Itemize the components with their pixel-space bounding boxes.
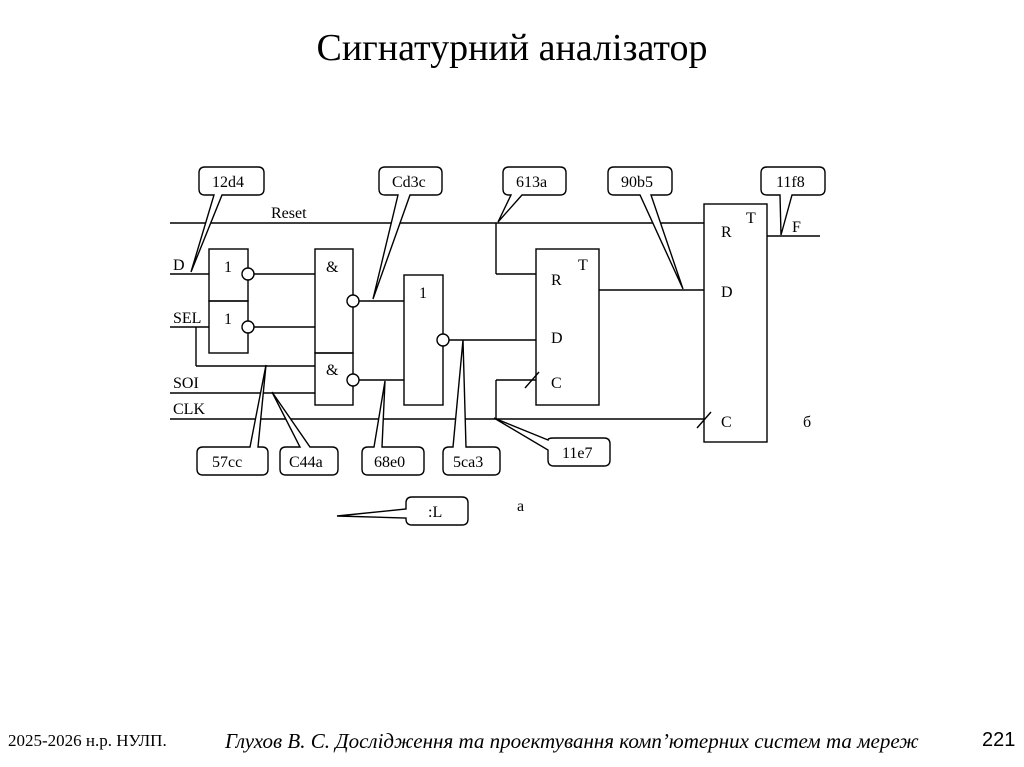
trigger1-t: T xyxy=(578,257,588,274)
trigger1-c: C xyxy=(551,375,562,392)
sig-613a: 613a xyxy=(516,174,547,191)
sig-57cc: 57cc xyxy=(212,454,242,471)
trigger-2 xyxy=(703,203,768,443)
or-main-label: 1 xyxy=(419,285,427,302)
callout-c44a xyxy=(271,391,339,476)
f-label: F xyxy=(792,219,801,236)
callout-57cc xyxy=(196,364,269,476)
sig-cd3c: Cd3c xyxy=(392,174,426,191)
sig-68e0: 68e0 xyxy=(374,454,405,471)
sig-5ca3: 5ca3 xyxy=(453,454,483,471)
callout-613a xyxy=(497,166,567,223)
and-top-label: & xyxy=(326,259,339,276)
callout-cd3c xyxy=(372,166,443,300)
footer-author: Глухов В. С. Дослідження та проектування… xyxy=(225,729,919,753)
label-b: б xyxy=(803,414,811,431)
callout-5ca3 xyxy=(442,339,501,476)
sig-12d4: 12d4 xyxy=(212,174,244,191)
trigger2-d: D xyxy=(721,284,733,301)
page-title: Сигнатурний аналізатор xyxy=(316,27,708,69)
sig-11f8: 11f8 xyxy=(776,174,805,191)
sig-c44a: C44a xyxy=(289,454,323,471)
or-bottom-label: 1 xyxy=(224,311,232,328)
trigger2-t: T xyxy=(746,210,756,227)
callout-90b5 xyxy=(607,166,684,290)
trigger1-r: R xyxy=(551,272,562,289)
callout-11f8 xyxy=(760,166,826,236)
sig-90b5: 90b5 xyxy=(621,174,653,191)
sig-colon-l: :L xyxy=(428,504,442,521)
soi-label: SOI xyxy=(173,375,199,392)
trigger-1 xyxy=(535,248,600,406)
page-number: 221 xyxy=(982,729,1016,751)
callout-11e7 xyxy=(493,417,611,467)
callout-colon-l xyxy=(336,496,469,526)
callout-12d4 xyxy=(190,166,265,273)
trigger2-r: R xyxy=(721,224,732,241)
and-bottom-label: & xyxy=(326,362,339,379)
reset-label: Reset xyxy=(271,205,307,222)
d-label: D xyxy=(173,257,185,274)
or-top-label: 1 xyxy=(224,259,232,276)
footer-year: 2025-2026 н.р. НУЛП. xyxy=(8,731,167,750)
clk-label: CLK xyxy=(173,401,205,418)
callout-68e0 xyxy=(361,380,425,476)
trigger2-c: C xyxy=(721,414,732,431)
sel-label: SEL xyxy=(173,310,201,327)
sig-11e7: 11e7 xyxy=(562,445,593,462)
trigger1-d: D xyxy=(551,330,563,347)
label-a: а xyxy=(517,498,524,515)
